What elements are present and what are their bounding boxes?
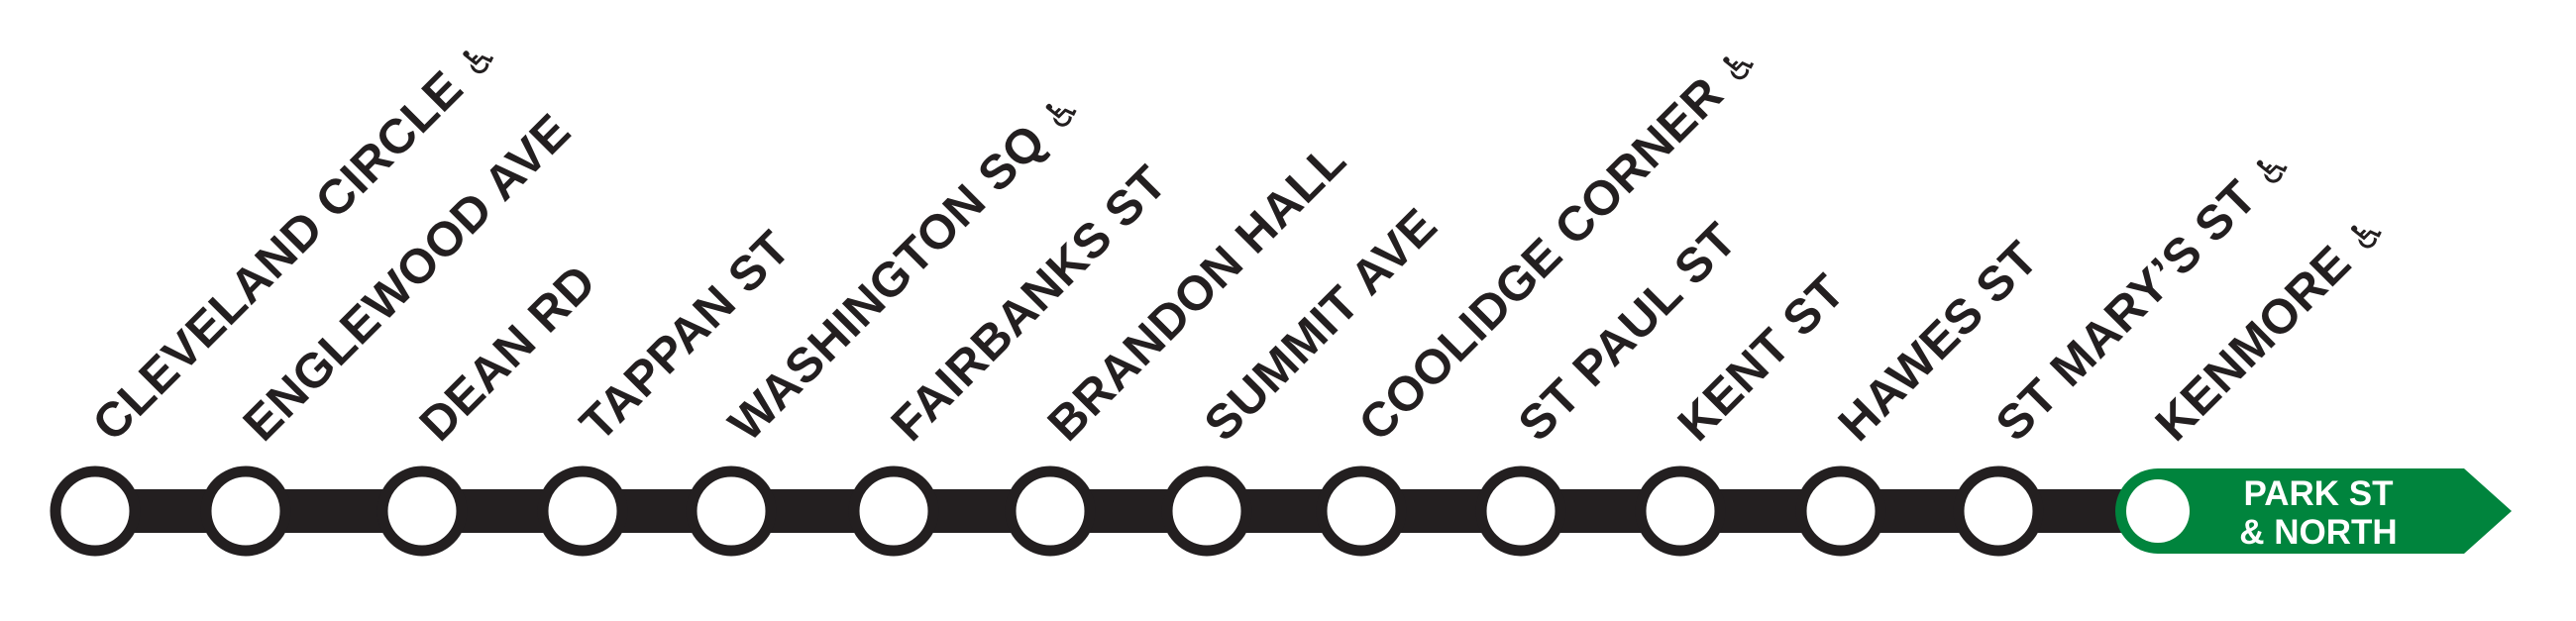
- station-label: BRANDON HALL: [1038, 133, 1357, 452]
- terminus-arrow: PARK ST & NORTH: [2115, 468, 2512, 554]
- station-marker: [1161, 466, 1252, 557]
- track-segment: [1710, 489, 1811, 533]
- station-marker: [2126, 479, 2190, 543]
- station-marker: [1005, 466, 1096, 557]
- station-label: ST MARY’S ST♿: [1986, 135, 2303, 451]
- station-marker: [848, 466, 939, 557]
- station-marker: [1795, 466, 1886, 557]
- track-segment: [452, 489, 553, 533]
- track-segment: [2028, 489, 2128, 533]
- track-segment: [1871, 489, 1969, 533]
- track-segment: [1551, 489, 1651, 533]
- wheelchair-icon: ♿: [2244, 140, 2302, 197]
- track-segment: [1080, 489, 1177, 533]
- wheelchair-icon: ♿: [1033, 84, 1091, 142]
- station-marker: [1953, 466, 2044, 557]
- track-segment: [1236, 489, 1332, 533]
- wheelchair-icon: ♿: [2338, 205, 2396, 262]
- station-marker: [1635, 466, 1726, 557]
- terminus-label-line1: PARK ST: [2243, 474, 2393, 513]
- station-marker: [1475, 466, 1566, 557]
- track-connectors: [125, 489, 2128, 533]
- track-segment: [1391, 489, 1491, 533]
- station-marker: [200, 466, 291, 557]
- station-label: FAIRBANKS ST: [882, 155, 1177, 451]
- station-marker: [1316, 466, 1407, 557]
- station-label: DEAN RD: [410, 255, 607, 452]
- station-marker: [376, 466, 468, 557]
- track-segment: [761, 489, 864, 533]
- station-marker: [686, 466, 777, 557]
- station-marker: [537, 466, 628, 557]
- wheelchair-icon: ♿: [450, 31, 507, 88]
- track-segment: [923, 489, 1020, 533]
- track-segment: [275, 489, 392, 533]
- terminus-arrow-shape: [2115, 468, 2512, 554]
- station-marker: [50, 466, 141, 557]
- wheelchair-icon: ♿: [1710, 37, 1768, 94]
- terminus-label-line2: & NORTH: [2239, 513, 2397, 552]
